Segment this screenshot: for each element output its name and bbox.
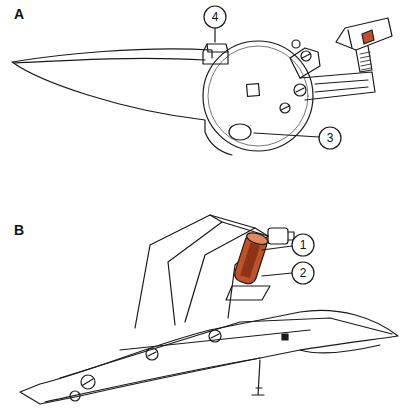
callout-number: 2 — [300, 267, 307, 279]
callout-number: 1 — [300, 239, 307, 251]
part-b-drawing — [20, 215, 398, 404]
figure-letter: B — [14, 223, 24, 237]
part-a-drawing — [12, 18, 392, 155]
callout-number: 3 — [327, 132, 334, 144]
callout-number: 4 — [212, 11, 219, 23]
figure-letter: A — [14, 7, 24, 21]
callout-leaders — [204, 6, 341, 284]
